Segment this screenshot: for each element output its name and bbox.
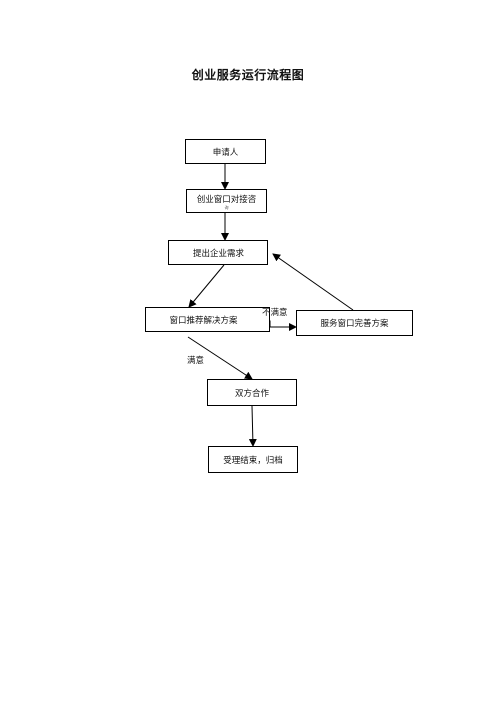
node-window-reception-label: 创业窗口对接咨 bbox=[196, 195, 257, 205]
arrow-improve-to-needs bbox=[272, 253, 354, 311]
node-window-reception: 创业窗口对接咨 询 bbox=[186, 189, 267, 213]
node-applicant-label: 申请人 bbox=[212, 147, 239, 158]
arrow-recommend-to-cooperation bbox=[187, 336, 253, 380]
arrow-needs-to-recommend bbox=[188, 264, 225, 308]
page-title: 创业服务运行流程图 bbox=[191, 68, 305, 82]
node-recommend-solution: 窗口推荐解决方案 bbox=[145, 307, 270, 332]
edge-label-satisfied: 满意 bbox=[187, 356, 205, 366]
node-improve-solution: 服务窗口完善方案 bbox=[296, 310, 413, 336]
node-submit-needs-label: 提出企业需求 bbox=[193, 248, 245, 259]
node-archive-label: 受理结束，归档 bbox=[223, 455, 283, 466]
arrow-cooperation-to-archive bbox=[248, 405, 257, 447]
node-recommend-solution-label: 窗口推荐解决方案 bbox=[169, 315, 238, 326]
node-applicant: 申请人 bbox=[185, 139, 266, 164]
edge-label-unsatisfied: 不满意 bbox=[262, 308, 288, 318]
node-cooperation: 双方合作 bbox=[207, 379, 297, 406]
node-submit-needs: 提出企业需求 bbox=[168, 240, 268, 265]
node-archive: 受理结束，归档 bbox=[208, 446, 298, 473]
node-improve-solution-label: 服务窗口完善方案 bbox=[320, 319, 389, 329]
node-window-reception-note: 询 bbox=[224, 205, 229, 210]
node-cooperation-label: 双方合作 bbox=[234, 388, 269, 399]
